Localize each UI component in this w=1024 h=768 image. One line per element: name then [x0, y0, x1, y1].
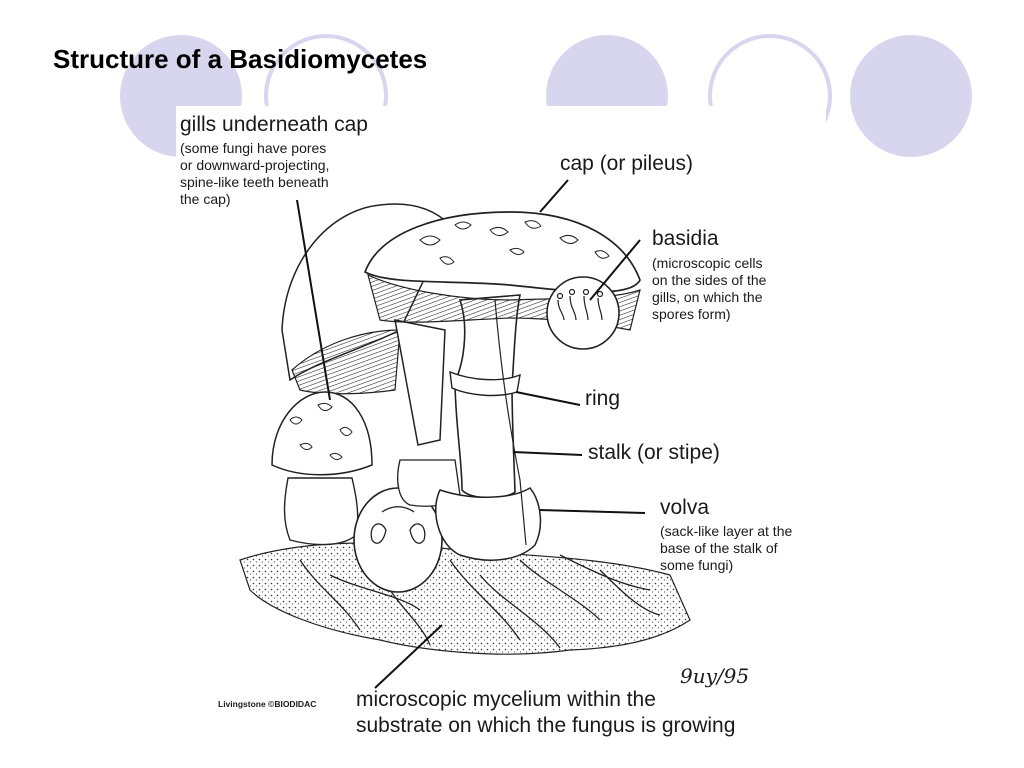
back-mushroom-stalk: [394, 319, 446, 446]
image-credit: Livingstone ©BIODIDAC: [218, 699, 317, 709]
label-gills-note-3: spine-like teeth beneath: [180, 174, 329, 190]
label-volva-note-2: base of the stalk of: [660, 540, 778, 556]
leader-lines: [296, 179, 646, 689]
young-mushroom-cap: [271, 391, 373, 476]
label-basidia-note-3: gills, on which the: [652, 289, 763, 305]
label-ring: ring: [585, 387, 621, 410]
young-mushroom-stalk: [283, 477, 359, 546]
label-mycelium-line-1: microscopic mycelium within the: [356, 688, 656, 711]
stalk-cut-section: [494, 299, 527, 546]
label-gills-note-4: the cap): [180, 191, 231, 207]
label-mycelium-line-2: substrate on which the fungus is growing: [356, 714, 736, 737]
label-volva-note-1: (sack-like layer at the: [660, 523, 793, 539]
main-volva: [435, 487, 542, 561]
basidia-magnifier: [546, 276, 620, 350]
artist-signature: 9uy/95: [680, 664, 750, 688]
basidia-cells: [556, 288, 604, 321]
label-basidia-note-2: on the sides of the: [652, 272, 767, 288]
label-stalk: stalk (or stipe): [588, 441, 720, 464]
label-basidia-note-1: (microscopic cells: [652, 255, 763, 271]
label-gills-note-2: or downward-projecting,: [180, 157, 330, 173]
egg-inner-right: [409, 523, 426, 544]
label-basidia: basidia: [652, 227, 719, 250]
label-basidia-note-4: spores form): [652, 306, 731, 322]
label-gills: gills underneath cap: [180, 113, 368, 136]
main-cap-patches: [419, 220, 610, 265]
decor-circle-filled-3: [850, 35, 972, 157]
main-cap: [363, 211, 641, 293]
main-stalk: [454, 294, 521, 499]
label-gills-note-1: (some fungi have pores: [180, 140, 327, 156]
egg-top-mark: [381, 506, 415, 513]
young-cap-patches: [289, 402, 353, 461]
egg-inner-left: [370, 523, 387, 544]
label-cap: cap (or pileus): [560, 152, 694, 175]
slide-title: Structure of a Basidiomycetes: [53, 44, 428, 74]
substrate: [239, 542, 691, 655]
label-volva: volva: [660, 496, 710, 519]
label-volva-note-3: some fungi): [660, 557, 734, 573]
